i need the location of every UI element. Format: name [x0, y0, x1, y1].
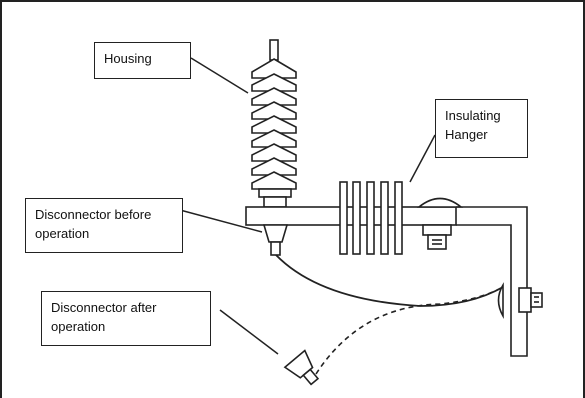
housing-label: Housing — [94, 42, 191, 79]
before-leader-line — [179, 209, 263, 233]
hanger-leader-line — [409, 134, 436, 183]
bracket-bolt — [497, 282, 543, 320]
insulating-hanger — [339, 181, 403, 255]
disconnector-before-label: Disconnector before operation — [25, 198, 183, 253]
mounting-bar — [245, 206, 457, 226]
after-leader-line — [219, 309, 279, 355]
ground-lead-after — [315, 286, 504, 375]
mounting-bracket — [456, 206, 528, 357]
disconnector-after — [283, 349, 320, 386]
disconnector-after-label: Disconnector after operation — [41, 291, 211, 346]
housing-leader-line — [190, 57, 249, 94]
insulating-hanger-label: Insulating Hanger — [435, 99, 528, 158]
arrester-housing — [251, 39, 297, 208]
disconnector-before — [262, 224, 289, 256]
ground-lead-before — [275, 254, 504, 307]
